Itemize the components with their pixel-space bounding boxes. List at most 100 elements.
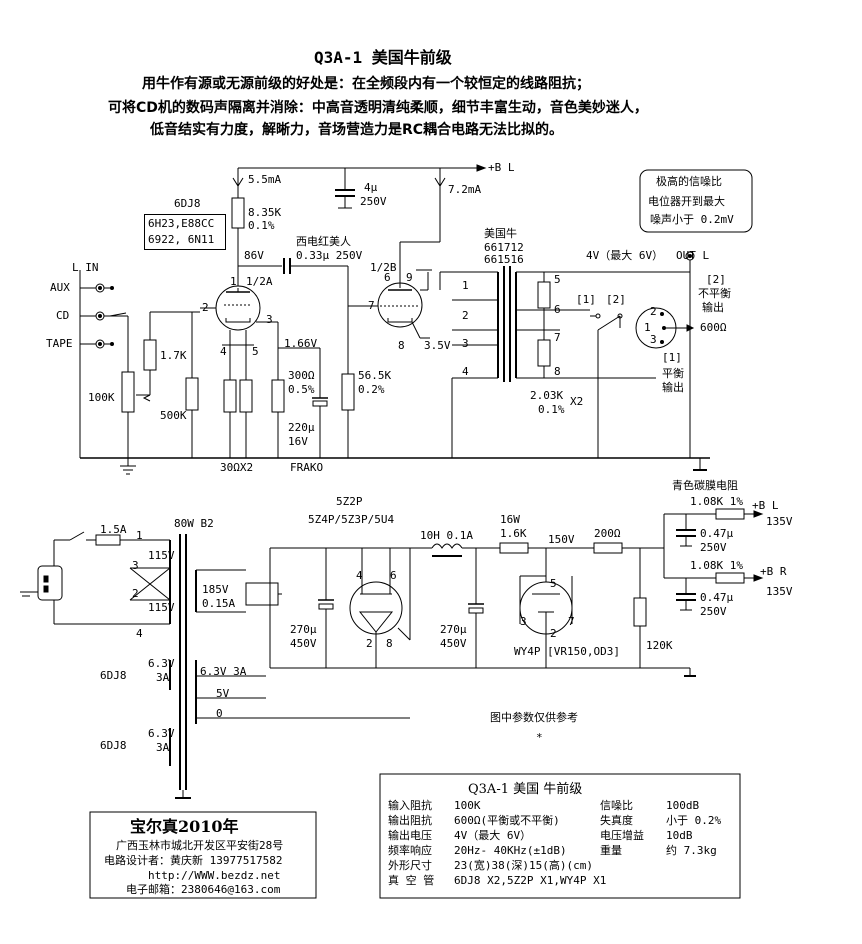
intro-line-2: 可将CD机的数码声隔离并消除：中高音透明清纯柔顺，细节丰富生动，音色美妙迷人， [108, 100, 648, 116]
spec-key: 失真度 [600, 814, 633, 827]
bplus-l-power: +B L [752, 499, 779, 512]
film-res-note: 青色碳膜电阻 [672, 479, 738, 492]
rect-pin-2: 2 [366, 637, 373, 650]
tube-equivalent-2: 6922, 6N11 [148, 233, 215, 246]
switch-label-2: [2] [606, 293, 626, 306]
tap-0: 0 [216, 707, 223, 720]
r-plate-value: 8.35K [248, 206, 282, 219]
company-name: 宝尔真2010年 [130, 817, 239, 836]
pin-4: 4 [220, 345, 227, 358]
power-wiring [20, 508, 764, 799]
spec-value: 小于 0.2% [666, 814, 722, 827]
pin-2: 2 [202, 301, 209, 314]
tx-pin-6: 6 [554, 303, 561, 316]
bal-line-1: 平衡 [662, 367, 684, 380]
rect-name: 5Z2P [336, 495, 363, 508]
r-17k: 1.7K [160, 349, 187, 362]
half-b: 1/2B [370, 261, 397, 274]
company-email: 电子邮箱：2380646@163.com [126, 883, 281, 896]
xlr-pin-2: 2 [650, 305, 657, 318]
unbal-line-1: 不平衡 [698, 287, 731, 300]
cap1-voltage: 450V [290, 637, 317, 650]
spec-value: 20Hz- 40KHz(±1dB) [454, 844, 567, 857]
tx-pin-2: 2 [462, 309, 469, 322]
cap-brand: FRAKO [290, 461, 324, 474]
pin-1: 1 [230, 275, 237, 288]
rl-value: 1.08K 1% [690, 495, 743, 508]
r-load-value: 2.03K [530, 389, 564, 402]
impedance: 600Ω [700, 321, 727, 334]
cap-coupling-name: 西电红美人 [296, 235, 351, 248]
cap1-value: 270μ [290, 623, 317, 636]
cap-cathode-value: 220μ [288, 421, 315, 434]
bias-a: 0.15A [202, 597, 236, 610]
snr-line-3: 噪声小于 0.2mV [650, 213, 734, 226]
rect-pin-8: 8 [386, 637, 393, 650]
pin-7: 7 [368, 299, 375, 312]
tube-equivalents-box [144, 214, 226, 250]
reg-pin-3: 3 [520, 615, 527, 628]
r-drop-w: 16W [500, 513, 520, 526]
reg-pin-2: 2 [550, 627, 557, 640]
bplus-l: +B L [488, 161, 515, 174]
r-heater: 30ΩX2 [220, 461, 254, 474]
transformer-name: 美国牛 [484, 227, 517, 240]
r-grid-b-tol: 0.2% [358, 383, 385, 396]
cl-value: 0.47μ [700, 527, 734, 540]
v-plate: 86V [244, 249, 264, 262]
pin-8: 8 [398, 339, 405, 352]
v-reg: 150V [548, 533, 575, 546]
tx-pin-4: 4 [462, 365, 469, 378]
tube-equivalent-1: 6H23,E88CC [148, 217, 215, 230]
v-cathode: 1.66V [284, 337, 318, 350]
vr: 135V [766, 585, 793, 598]
heater2-v: 6.3V [148, 727, 175, 740]
heater-label: 6.3V 3A [200, 665, 247, 678]
spec-key: 真 空 管 [388, 874, 435, 887]
r-500k: 500K [160, 409, 187, 422]
v115-b: 115V [148, 601, 175, 614]
fuse: 1.5A [100, 523, 127, 536]
company-designer: 电路设计者：黄庆新 13977517582 [104, 854, 283, 867]
r-cathode-tol: 0.5% [288, 383, 315, 396]
heater1-a: 3A [156, 671, 170, 684]
bal-line-2: 输出 [662, 381, 684, 394]
tube-h2: 6DJ8 [100, 739, 127, 752]
intro-line-3: 低音结实有力度，解晰力，音场营造力是RC耦合电路无法比拟的。 [150, 122, 564, 138]
r-plate-tol: 0.1% [248, 219, 275, 232]
cr-voltage: 250V [700, 605, 727, 618]
pin-9: 9 [406, 271, 413, 284]
unbal-note: [2] [706, 273, 726, 286]
ref-note: 图中参数仅供参考 [490, 711, 578, 724]
xlr-pin-1: 1 [644, 321, 651, 334]
heater2-a: 3A [156, 741, 170, 754]
input-tape: TAPE [46, 337, 73, 350]
input-cd: CD [56, 309, 70, 322]
tube-h1: 6DJ8 [100, 669, 127, 682]
unbal-line-2: 输出 [702, 301, 724, 314]
cap2-voltage: 450V [440, 637, 467, 650]
rect-pin-4: 4 [356, 569, 363, 582]
switch-label-1: [1] [576, 293, 596, 306]
ptx-pin-1: 1 [136, 529, 143, 542]
snr-note-box [639, 169, 753, 233]
bias-v: 185V [202, 583, 229, 596]
ptx-pin-4: 4 [136, 627, 143, 640]
star-mark: * [536, 731, 543, 744]
out-l: OUT L [676, 249, 710, 262]
transformer-model-1: 661712 [484, 241, 524, 254]
tx-pin-7: 7 [554, 331, 561, 344]
r-120k: 120K [646, 639, 673, 652]
preamp-wiring [79, 164, 710, 475]
tx-pin-5: 5 [554, 273, 561, 286]
vl: 135V [766, 515, 793, 528]
spec-key: 重量 [600, 844, 622, 857]
spec-key: 频率响应 [388, 844, 432, 857]
page-title: Q3A-1 美国牛前级 [314, 48, 452, 67]
company-address: 广西玉林市城北开发区平安街28号 [116, 839, 284, 852]
bplus-r-power: +B R [760, 565, 787, 578]
bal-note: [1] [662, 351, 682, 364]
company-url: http://WWW.bezdz.net [148, 869, 281, 882]
r-load-count: X2 [570, 395, 584, 408]
ptx-pin-2: 2 [132, 587, 139, 600]
